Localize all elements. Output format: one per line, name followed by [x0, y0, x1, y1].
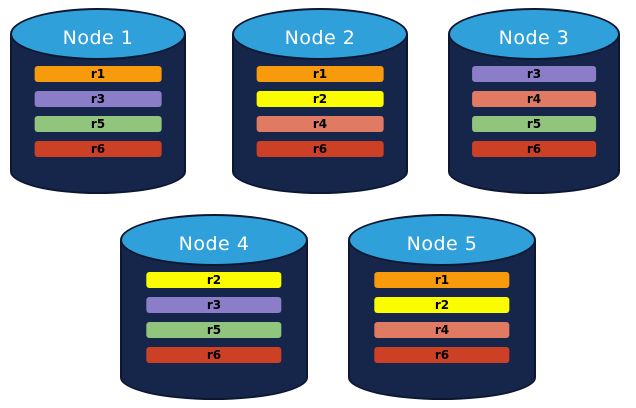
database-node-3[interactable]: Node 3 r3 r4 r5 r6 — [448, 8, 620, 194]
database-node-4[interactable]: Node 4 r2 r3 r5 r6 — [120, 214, 308, 400]
database-node-5[interactable]: Node 5 r1 r2 r4 r6 — [348, 214, 536, 400]
node-label: Node 3 — [498, 27, 570, 49]
cylinder-top-disc: Node 1 — [10, 8, 186, 60]
replica-bar[interactable]: r2 — [256, 91, 384, 107]
replica-bar[interactable]: r1 — [34, 66, 162, 82]
node-label: Node 4 — [178, 233, 250, 255]
replica-bar[interactable]: r4 — [374, 322, 510, 338]
replica-stack: r2 r3 r5 r6 — [146, 272, 282, 363]
cylinder-top-disc: Node 4 — [120, 214, 308, 266]
replica-bar[interactable]: r6 — [256, 141, 384, 157]
replica-bar[interactable]: r3 — [34, 91, 162, 107]
node-label: Node 5 — [406, 233, 478, 255]
replica-bar[interactable]: r6 — [472, 141, 596, 157]
replica-bar[interactable]: r5 — [146, 322, 282, 338]
cylinder-body — [448, 34, 620, 194]
node-label: Node 1 — [62, 27, 134, 49]
replica-bar[interactable]: r6 — [34, 141, 162, 157]
replica-bar[interactable]: r2 — [374, 297, 510, 313]
database-node-2[interactable]: Node 2 r1 r2 r4 r6 — [232, 8, 408, 194]
node-label: Node 2 — [284, 27, 356, 49]
replica-stack: r1 r2 r4 r6 — [374, 272, 510, 363]
cylinder-body — [232, 34, 408, 194]
replica-bar[interactable]: r1 — [256, 66, 384, 82]
replica-bar[interactable]: r3 — [472, 66, 596, 82]
replica-stack: r1 r3 r5 r6 — [34, 66, 162, 157]
database-node-1[interactable]: Node 1 r1 r3 r5 r6 — [10, 8, 186, 194]
cylinder-top-disc: Node 5 — [348, 214, 536, 266]
replica-bar[interactable]: r4 — [472, 91, 596, 107]
replica-bar[interactable]: r1 — [374, 272, 510, 288]
cylinder-top-disc: Node 3 — [448, 8, 620, 60]
replica-stack: r1 r2 r4 r6 — [256, 66, 384, 157]
replica-bar[interactable]: r4 — [256, 116, 384, 132]
cylinder-top-disc: Node 2 — [232, 8, 408, 60]
cylinder-body — [348, 240, 536, 400]
replica-bar[interactable]: r2 — [146, 272, 282, 288]
replica-stack: r3 r4 r5 r6 — [472, 66, 596, 157]
replica-bar[interactable]: r6 — [374, 347, 510, 363]
replica-bar[interactable]: r5 — [34, 116, 162, 132]
replica-bar[interactable]: r6 — [146, 347, 282, 363]
replica-bar[interactable]: r5 — [472, 116, 596, 132]
replica-bar[interactable]: r3 — [146, 297, 282, 313]
cylinder-body — [120, 240, 308, 400]
